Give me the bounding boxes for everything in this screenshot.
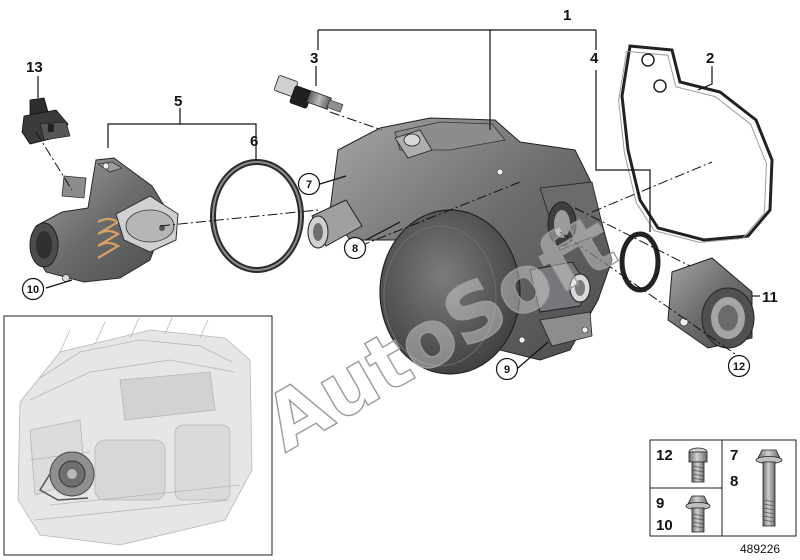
callout-9-circle: 9 [495, 357, 519, 381]
svg-text:9: 9 [504, 364, 510, 376]
callout-12-circle: 12 [727, 354, 751, 378]
svg-text:10: 10 [27, 284, 39, 296]
coolant-sensor [274, 75, 344, 113]
flange-bolt-icon [755, 449, 783, 527]
o-ring-pipe [619, 231, 661, 293]
callout-10-circle: 10 [21, 277, 45, 301]
callout-6: 6 [250, 133, 258, 150]
callout-5: 5 [174, 93, 182, 110]
short-flange-bolt-icon [685, 495, 711, 533]
pipe-connector [667, 257, 755, 349]
svg-text:8: 8 [352, 243, 358, 255]
callout-8-circle: 8 [343, 236, 367, 260]
temperature-sensor [21, 97, 71, 145]
callout-13: 13 [26, 59, 43, 76]
document-number: 489226 [740, 542, 780, 556]
pump-gasket [620, 44, 774, 242]
water-pump [307, 117, 613, 375]
svg-text:7: 7 [306, 179, 312, 191]
engine-inset [3, 315, 273, 556]
svg-text:12: 12 [733, 361, 745, 373]
table-label-12: 12 [656, 447, 673, 464]
table-label-10: 10 [656, 517, 673, 534]
fastener-table: 12 7 8 9 10 [649, 439, 797, 537]
water-pump-location-highlight [38, 451, 95, 501]
table-label-9: 9 [656, 495, 664, 512]
callout-7-circle: 7 [297, 172, 321, 196]
callout-2: 2 [706, 50, 714, 67]
callout-3: 3 [310, 50, 318, 67]
callouts: 1 2 3 4 5 6 13 11 7 8 9 10 12 [21, 7, 778, 381]
callout-11: 11 [762, 289, 778, 306]
callout-1: 1 [563, 7, 571, 24]
socket-screw-icon [688, 447, 708, 483]
leader-lines [37, 29, 760, 369]
table-label-8: 8 [730, 473, 738, 490]
assembly-axes [35, 111, 739, 357]
table-label-7: 7 [730, 447, 738, 464]
thermostat-assembly [29, 157, 179, 283]
callout-4: 4 [590, 50, 599, 67]
